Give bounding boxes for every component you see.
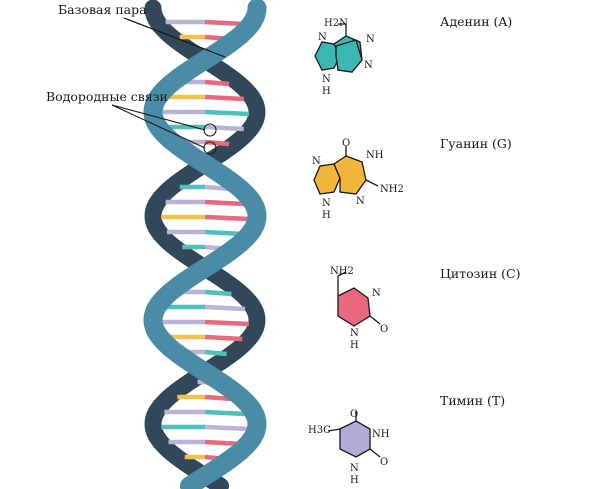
base-pair-rung bbox=[204, 349, 227, 357]
thymine-nh: NH bbox=[372, 429, 390, 440]
cytosine-o: O bbox=[380, 324, 388, 335]
base-pair-rung bbox=[204, 304, 246, 312]
callout-pointers bbox=[111, 17, 226, 155]
adenine-nh2: H2N bbox=[324, 18, 348, 29]
adenine-n3: N bbox=[318, 32, 327, 43]
guanine-n2: N bbox=[356, 196, 365, 207]
cytosine-label: Цитозин (C) bbox=[440, 266, 521, 281]
base-pair-rung bbox=[204, 199, 245, 207]
base-pair-rung bbox=[204, 214, 250, 222]
base-pair-label: Базовая пара bbox=[58, 2, 147, 17]
base-pair-rung bbox=[204, 334, 243, 342]
cytosine-nh2: NH2 bbox=[330, 266, 354, 277]
base-pair-rung bbox=[204, 229, 244, 237]
guanine-n1: N bbox=[312, 156, 321, 167]
base-pair-rung bbox=[204, 289, 232, 297]
adenine-label: Аденин (A) bbox=[440, 14, 513, 29]
adenine-n2: N bbox=[364, 60, 373, 71]
guanine-h: H bbox=[322, 210, 331, 221]
thymine-h3c: H3C bbox=[308, 425, 331, 436]
dna-backbone-back bbox=[144, 0, 266, 489]
thymine-h: H bbox=[350, 475, 359, 486]
thymine-n: N bbox=[350, 463, 359, 474]
guanine-o: O bbox=[342, 138, 350, 149]
cytosine-n: N bbox=[372, 288, 381, 299]
guanine-label: Гуанин (G) bbox=[440, 136, 512, 151]
cytosine-h: H bbox=[350, 340, 359, 351]
thymine-o: O bbox=[380, 457, 388, 468]
base-pair-rung bbox=[204, 424, 249, 432]
guanine-structure-icon: O NH N N N H NH2 bbox=[312, 138, 404, 221]
dna-backbone-front bbox=[143, 0, 267, 489]
base-pair-rung bbox=[204, 409, 246, 417]
cytosine-structure-icon: NH2 N N H O bbox=[330, 266, 388, 351]
hydrogen-bonds-label: Водородные связи bbox=[46, 89, 168, 104]
thymine-structure-icon: O H3C NH N H O bbox=[308, 409, 390, 486]
cytosine-nh: N bbox=[350, 328, 359, 339]
base-pair-rung bbox=[204, 319, 250, 327]
thymine-label: Тимин (T) bbox=[440, 393, 506, 408]
guanine-n-bottom: N bbox=[322, 198, 331, 209]
base-pair-rung bbox=[204, 124, 244, 132]
thymine-o-top: O bbox=[350, 409, 358, 420]
adenine-n1: N bbox=[366, 34, 375, 45]
base-pair-rung bbox=[204, 19, 245, 27]
base-pair-rung bbox=[204, 79, 230, 87]
guanine-nh: NH bbox=[366, 150, 384, 161]
adenine-nh: N bbox=[322, 74, 331, 85]
adenine-h: H bbox=[322, 86, 331, 97]
base-pair-rung bbox=[204, 94, 244, 102]
adenine-structure-icon: H2N N N N N H bbox=[314, 18, 375, 97]
base-pair-rung bbox=[204, 109, 250, 117]
guanine-nh2: NH2 bbox=[380, 184, 404, 195]
